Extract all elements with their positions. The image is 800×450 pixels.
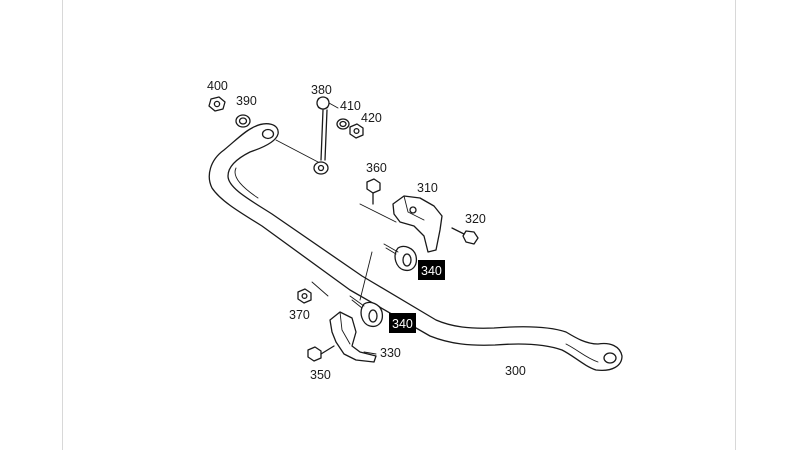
label-410: 410 [340,99,361,113]
highlight-box-340-lower [389,313,416,333]
label-340-lower: 340 [392,317,413,331]
bolt-part-360[interactable] [359,178,397,223]
label-310: 310 [417,181,438,195]
label-340-upper: 340 [421,264,442,278]
label-350: 350 [310,368,331,382]
label-380: 380 [311,83,332,97]
bracket-part-330[interactable] [329,311,377,363]
label-420: 420 [361,111,382,125]
label-400: 400 [207,79,228,93]
frame-right-edge [735,0,736,450]
leader-lines [311,251,377,355]
highlight-box-340-upper [418,260,445,280]
bushing-part-340-lower[interactable] [349,295,384,328]
stabilizer-bar-part-300[interactable] [208,123,623,372]
stabilizer-link-part-380[interactable] [275,96,339,175]
bolt-part-350[interactable] [307,345,335,362]
washer-part-410[interactable] [336,118,350,130]
nut-part-420[interactable] [349,123,364,139]
bushing-part-340-upper[interactable] [383,243,418,272]
label-320: 320 [465,212,486,226]
label-360: 360 [366,161,387,175]
frame-left-edge [62,0,63,450]
nut-part-400[interactable] [208,96,226,112]
washer-part-390[interactable] [235,114,251,128]
label-390: 390 [236,94,257,108]
bolt-part-320[interactable] [451,227,479,245]
nut-part-370[interactable] [297,288,312,304]
bracket-part-310[interactable] [392,195,443,253]
label-300: 300 [505,364,526,378]
label-370: 370 [289,308,310,322]
label-330: 330 [380,346,401,360]
